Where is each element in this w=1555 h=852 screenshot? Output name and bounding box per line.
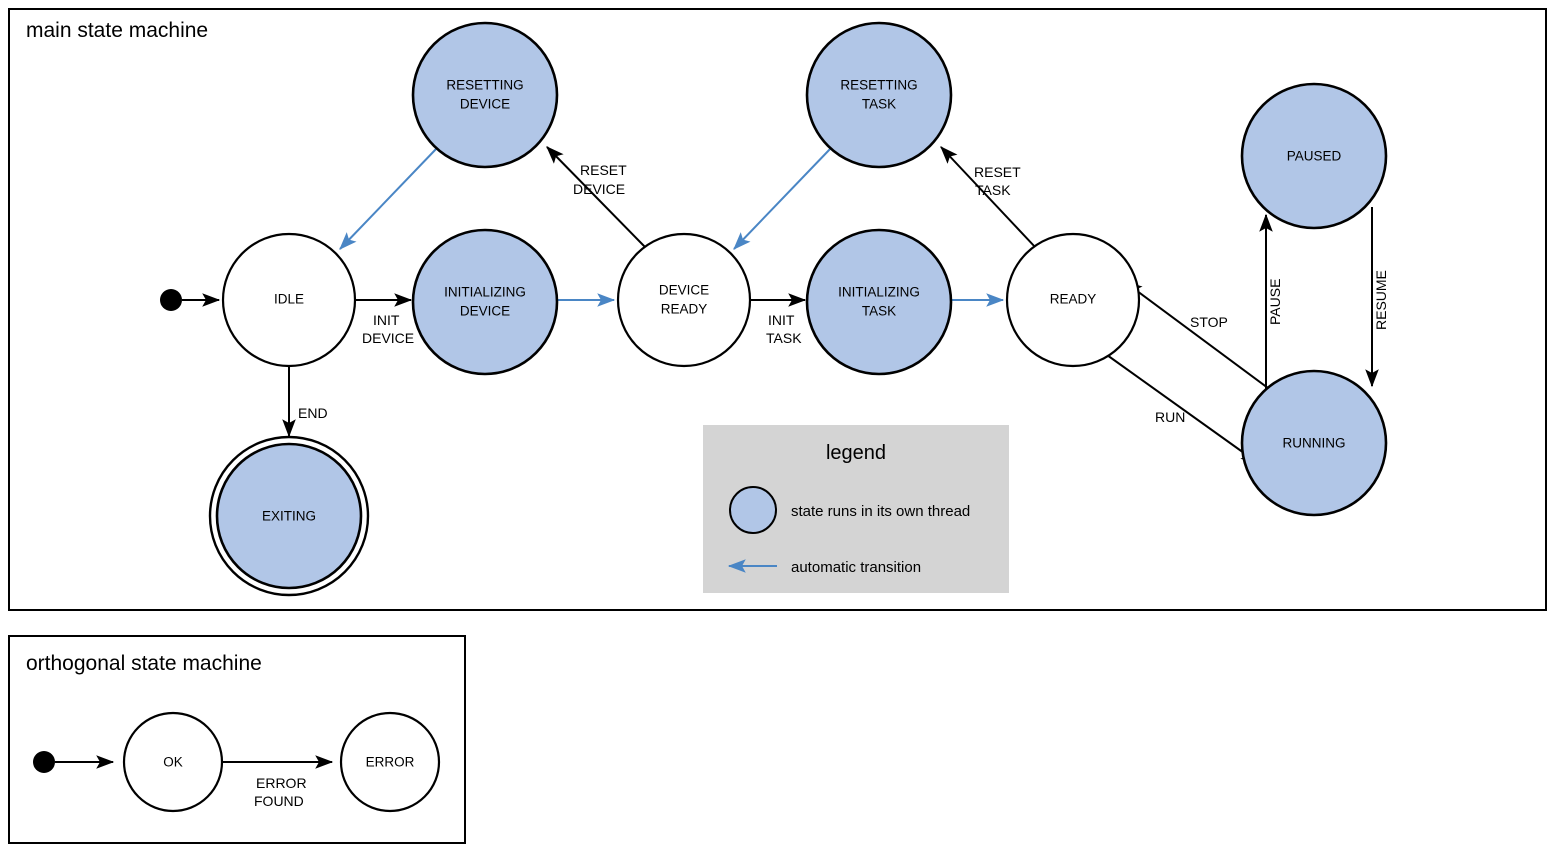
state-label-initializing-device-line2: DEVICE xyxy=(460,304,510,319)
state-circle-exiting[interactable] xyxy=(215,442,363,590)
edge-label-init-device-line1: INIT xyxy=(373,312,400,328)
transition-resetting-task-to-device-ready xyxy=(733,147,832,250)
state-node-resetting-task[interactable]: RESETTING TASK xyxy=(805,21,953,169)
edge-label-stop: STOP xyxy=(1190,314,1228,330)
state-node-resetting-device[interactable]: RESETTING DEVICE xyxy=(411,21,559,169)
transition-device-ready-to-resetting-device xyxy=(546,146,647,249)
state-label-initializing-device-line1: INITIALIZING xyxy=(444,285,526,300)
state-circle-running[interactable] xyxy=(1240,369,1388,517)
state-node-ok[interactable]: OK xyxy=(122,711,224,813)
transition-ready-to-running xyxy=(1106,354,1259,464)
legend-thread-state-text: state runs in its own thread xyxy=(791,503,970,520)
transition-resetting-device-to-idle xyxy=(339,147,438,250)
edge-label-reset-task-line1: RESET xyxy=(974,164,1021,180)
state-circle-idle[interactable] xyxy=(221,232,357,368)
legend-automatic-transition-text: automatic transition xyxy=(791,559,921,576)
state-node-device-ready[interactable]: DEVICE READY xyxy=(616,232,752,368)
state-label-paused: PAUSED xyxy=(1287,149,1342,164)
state-label-running: RUNNING xyxy=(1283,436,1346,451)
state-circle-resetting-task[interactable] xyxy=(805,21,953,169)
edge-label-reset-device-line1: RESET xyxy=(580,162,627,178)
state-label-resetting-task-line1: RESETTING xyxy=(840,78,917,93)
state-node-running[interactable]: RUNNING xyxy=(1240,369,1388,517)
state-label-ok: OK xyxy=(163,755,183,770)
legend: legend state runs in its own thread auto… xyxy=(703,425,1009,593)
state-circle-ready[interactable] xyxy=(1005,232,1141,368)
legend-title: legend xyxy=(826,442,886,464)
orthogonal-state-machine-frame xyxy=(8,635,466,844)
state-circle-exiting-outer-ring xyxy=(208,435,370,597)
state-label-resetting-task-line2: TASK xyxy=(862,97,896,112)
state-label-device-ready-line1: DEVICE xyxy=(659,283,709,298)
state-label-initializing-task-line2: TASK xyxy=(862,304,896,319)
state-label-ready: READY xyxy=(1050,292,1097,307)
state-node-paused[interactable]: PAUSED xyxy=(1240,82,1388,230)
state-label-idle: IDLE xyxy=(274,292,304,307)
state-circle-initializing-device[interactable] xyxy=(411,228,559,376)
state-circle-error[interactable] xyxy=(339,711,441,813)
state-circle-ok[interactable] xyxy=(122,711,224,813)
state-circle-paused[interactable] xyxy=(1240,82,1388,230)
state-label-exiting: EXITING xyxy=(262,509,316,524)
main-state-machine-frame xyxy=(8,8,1547,611)
legend-thread-state-swatch-icon xyxy=(729,486,777,534)
transition-ready-to-resetting-task xyxy=(940,146,1037,249)
edge-label-init-device-line2: DEVICE xyxy=(362,330,414,346)
state-node-initializing-task[interactable]: INITIALIZING TASK xyxy=(805,228,953,376)
state-label-resetting-device-line1: RESETTING xyxy=(446,78,523,93)
state-node-ready[interactable]: READY xyxy=(1005,232,1141,368)
state-node-error[interactable]: ERROR xyxy=(339,711,441,813)
edge-label-error-found-line1: ERROR xyxy=(256,775,307,791)
state-label-device-ready-line2: READY xyxy=(661,302,708,317)
state-label-resetting-device-line2: DEVICE xyxy=(460,97,510,112)
state-node-exiting[interactable]: EXITING xyxy=(208,435,370,597)
edge-label-pause: PAUSE xyxy=(1267,279,1283,325)
state-node-initializing-device[interactable]: INITIALIZING DEVICE xyxy=(411,228,559,376)
state-node-idle[interactable]: IDLE xyxy=(221,232,357,368)
transition-running-to-ready xyxy=(1124,281,1273,392)
state-circle-device-ready[interactable] xyxy=(616,232,752,368)
main-frame-title: main state machine xyxy=(26,19,208,42)
state-circle-resetting-device[interactable] xyxy=(411,21,559,169)
edge-label-init-task-line2: TASK xyxy=(766,330,802,346)
edge-label-reset-task-line2: TASK xyxy=(975,182,1011,198)
state-label-error: ERROR xyxy=(366,755,415,770)
orthogonal-frame-title: orthogonal state machine xyxy=(26,652,262,675)
edge-label-init-task-line1: INIT xyxy=(768,312,795,328)
edge-label-resume: RESUME xyxy=(1373,270,1389,330)
edge-label-run: RUN xyxy=(1155,409,1185,425)
state-label-initializing-task-line1: INITIALIZING xyxy=(838,285,920,300)
edge-label-reset-device-line2: DEVICE xyxy=(573,181,625,197)
edge-label-error-found-line2: FOUND xyxy=(254,793,304,809)
orthogonal-initial-state-marker xyxy=(33,751,55,773)
initial-state-marker xyxy=(160,289,182,311)
edge-label-end: END xyxy=(298,405,328,421)
state-circle-initializing-task[interactable] xyxy=(805,228,953,376)
